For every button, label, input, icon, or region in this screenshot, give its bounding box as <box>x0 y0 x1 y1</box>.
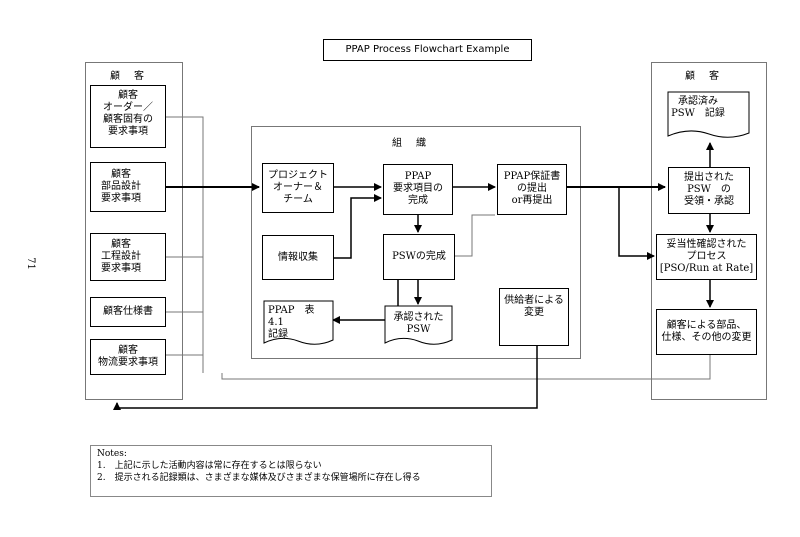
supplier-change-label: 供給者による 変更 <box>504 295 564 318</box>
customer-process-design-requirements: 顧客 工程設計 要求事項 <box>90 233 166 281</box>
psw-receipt-approval: 提出された PSW の 受領・承認 <box>668 167 750 214</box>
psw-completion-label: PSWの完成 <box>392 251 446 262</box>
project-owner-team-label: プロジェクト オーナー＆ チーム <box>268 170 328 205</box>
validated-process-label: 妥当性確認された プロセス [PSO/Run at Rate] <box>659 239 754 274</box>
customer-part-design-label: 顧客 部品設計 要求事項 <box>101 169 141 204</box>
center-organization-panel <box>251 126 581 359</box>
customer-part-design-requirements: 顧客 部品設計 要求事項 <box>90 162 166 212</box>
customer-specifications: 顧客仕様書 <box>90 297 166 327</box>
flowchart-title: PPAP Process Flowchart Example <box>323 39 532 61</box>
left-panel-heading: 顧客 <box>110 71 158 82</box>
customer-logistics-label: 顧客 物流要求事項 <box>98 345 158 368</box>
right-customer-panel <box>651 62 767 400</box>
ppap-warrant-label: PPAP保証書 の提出 or再提出 <box>503 171 561 206</box>
supplier-change: 供給者による 変更 <box>499 288 569 346</box>
ppap-records-label: PPAP 表4.1 記録 <box>268 305 315 340</box>
customer-process-design-label: 顧客 工程設計 要求事項 <box>101 239 141 274</box>
approved-psw-label: 承認された PSW <box>393 312 444 335</box>
notes-heading: Notes: <box>97 449 127 459</box>
customer-specifications-label: 顧客仕様書 <box>103 306 153 317</box>
left-customer-panel <box>85 62 183 400</box>
psw-receipt-label: 提出された PSW の 受領・承認 <box>684 172 734 207</box>
customer-order-requirements-label: 顧客 オーダー／ 顧客固有の 要求事項 <box>103 90 153 137</box>
information-gathering-label: 情報収集 <box>278 252 318 263</box>
information-gathering: 情報収集 <box>262 235 334 280</box>
customer-logistics-requirements: 顧客 物流要求事項 <box>90 339 166 375</box>
ppap-requirements-label: PPAP 要求項目の 完成 <box>393 171 443 206</box>
validated-process: 妥当性確認された プロセス [PSO/Run at Rate] <box>656 234 757 280</box>
ppap-warrant-submission: PPAP保証書 の提出 or再提出 <box>497 164 567 215</box>
customer-change-label: 顧客による部品、 仕様、その他の変更 <box>661 320 752 343</box>
project-owner-team: プロジェクト オーナー＆ チーム <box>262 163 334 213</box>
center-panel-heading: 組織 <box>392 138 440 149</box>
notes-line-1: 1. 上記に示した活動内容は常に存在するとは限らない <box>97 461 322 471</box>
approved-psw-record-label: 承認済み PSW 記録 <box>671 96 725 119</box>
psw-completion: PSWの完成 <box>383 234 455 280</box>
notes-line-2: 2. 提示される記録類は、さまざまな媒体及びさまざまな保管場所に存在し得る <box>97 473 421 483</box>
ppap-requirements-completion: PPAP 要求項目の 完成 <box>383 164 453 215</box>
right-panel-heading: 顧客 <box>685 71 733 82</box>
customer-change: 顧客による部品、 仕様、その他の変更 <box>656 309 757 355</box>
customer-order-requirements: 顧客 オーダー／ 顧客固有の 要求事項 <box>90 85 166 148</box>
notes-box: Notes: 1. 上記に示した活動内容は常に存在するとは限らない 2. 提示さ… <box>90 445 492 497</box>
